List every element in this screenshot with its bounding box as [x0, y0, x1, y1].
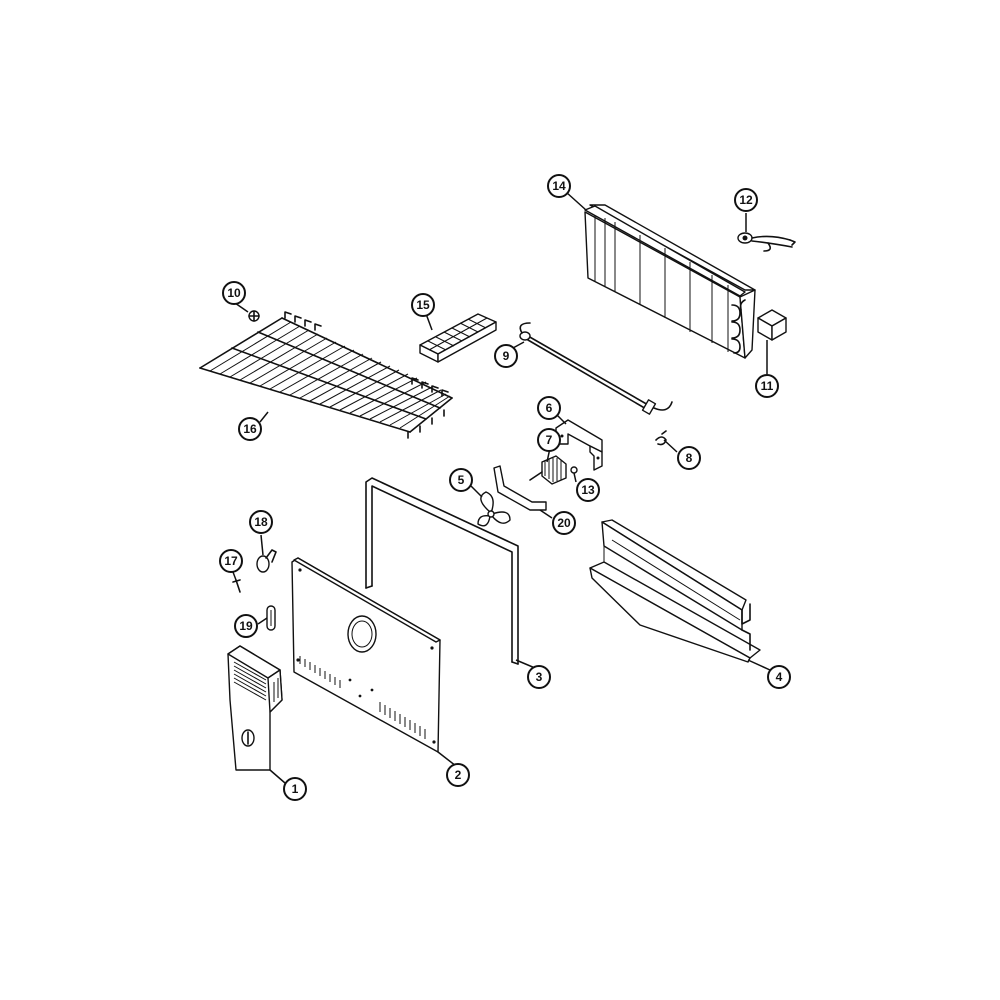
callout-18: 18 — [249, 510, 273, 534]
callout-20: 20 — [552, 511, 576, 535]
callout-6: 6 — [537, 396, 561, 420]
callout-10: 10 — [222, 281, 246, 305]
callout-7: 7 — [537, 428, 561, 452]
part-5-fan-blade — [477, 491, 511, 527]
part-2-rear-panel — [291, 557, 441, 753]
svg-text:2: 2 — [455, 768, 462, 782]
svg-text:15: 15 — [416, 298, 430, 312]
svg-text:1: 1 — [292, 782, 299, 796]
svg-text:12: 12 — [739, 193, 753, 207]
svg-text:10: 10 — [227, 286, 241, 300]
part-19-lens — [266, 605, 276, 631]
callout-14: 14 — [547, 174, 571, 198]
svg-text:6: 6 — [546, 401, 553, 415]
callout-19: 19 — [234, 614, 258, 638]
callout-3: 3 — [527, 665, 551, 689]
callout-8: 8 — [677, 446, 701, 470]
svg-text:16: 16 — [243, 422, 257, 436]
svg-text:17: 17 — [224, 554, 238, 568]
svg-text:5: 5 — [458, 473, 465, 487]
part-15-ice-tray — [419, 313, 497, 363]
svg-text:14: 14 — [552, 179, 566, 193]
part-8-clip — [655, 430, 667, 446]
callout-16: 16 — [238, 417, 262, 441]
part-evaporator — [584, 204, 756, 359]
part-20-motor-bracket — [493, 465, 547, 511]
part-11-block — [757, 309, 787, 341]
callout-4: 4 — [767, 665, 791, 689]
svg-text:4: 4 — [776, 670, 783, 684]
svg-text:18: 18 — [254, 515, 268, 529]
callout-5: 5 — [449, 468, 473, 492]
svg-text:7: 7 — [546, 433, 553, 447]
callout-9: 9 — [494, 344, 518, 368]
callout-1: 1 — [283, 777, 307, 801]
part-16-wire-shelf — [199, 311, 453, 439]
svg-text:8: 8 — [686, 451, 693, 465]
callout-13: 13 — [576, 478, 600, 502]
part-3-u-frame — [365, 477, 519, 665]
part-1-control-housing — [227, 645, 283, 771]
callout-2: 2 — [446, 763, 470, 787]
svg-text:13: 13 — [581, 483, 595, 497]
part-18-knob — [256, 549, 277, 573]
svg-text:11: 11 — [761, 379, 774, 393]
callout-11: 11 — [755, 374, 779, 398]
part-12-sensor — [737, 232, 796, 252]
callout-17: 17 — [219, 549, 243, 573]
svg-text:20: 20 — [557, 516, 571, 530]
svg-text:19: 19 — [239, 619, 253, 633]
part-17-screw — [232, 579, 241, 593]
svg-text:3: 3 — [536, 670, 543, 684]
svg-text:9: 9 — [503, 349, 510, 363]
part-4-trim-rail — [589, 519, 761, 663]
callout-12: 12 — [734, 188, 758, 212]
callout-15: 15 — [411, 293, 435, 317]
part-7-fan-motor — [529, 455, 567, 485]
part-10-clip — [248, 310, 260, 322]
part-9-heater-rod — [519, 322, 673, 415]
part-13-grommet — [570, 466, 578, 474]
